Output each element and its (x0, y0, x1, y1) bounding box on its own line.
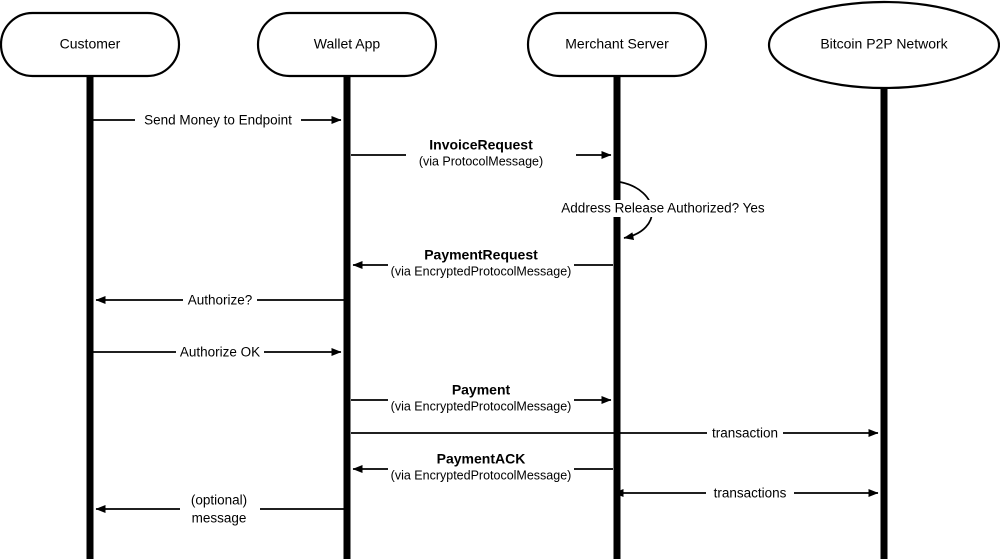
message-send-money-label-bg (135, 112, 301, 129)
message-payment-ack-label-bg (388, 450, 574, 486)
message-optional[interactable]: (optional) message (95, 491, 344, 527)
message-transactions-sync[interactable]: transactions (613, 485, 879, 502)
actor-merchant-shape (526, 11, 708, 78)
message-authorize-ok[interactable]: Authorize OK (93, 344, 342, 361)
message-invoice-request-label-bg (406, 136, 576, 172)
message-payment-ack-sublabel: (via EncryptedProtocolMessage) (391, 468, 572, 482)
actor-network-label: Bitcoin P2P Network (820, 36, 948, 52)
actor-merchant-label: Merchant Server (565, 36, 669, 52)
message-authorize-ok-label-bg (176, 344, 264, 361)
message-transactions-sync-label: transactions (714, 486, 787, 501)
actor-wallet-shape (256, 11, 438, 78)
message-transactions-sync-label-bg (706, 485, 794, 502)
message-optional-label-bg (180, 491, 260, 527)
actor-customer-label: Customer (60, 36, 121, 52)
message-payment-label-bg (388, 381, 574, 417)
message-invoice-request-sublabel: (via ProtocolMessage) (419, 154, 543, 168)
message-payment-request-label: PaymentRequest (424, 247, 538, 263)
message-authorize-ok-label: Authorize OK (180, 345, 260, 360)
message-payment-ack-label: PaymentACK (437, 451, 526, 467)
message-transaction-broadcast[interactable]: transaction (351, 425, 879, 442)
message-invoice-request[interactable]: InvoiceRequest (via ProtocolMessage) (351, 136, 612, 172)
message-invoice-request-label: InvoiceRequest (429, 137, 533, 153)
message-optional-sublabel: message (192, 511, 247, 526)
message-send-money-label: Send Money to Endpoint (144, 113, 292, 128)
message-payment-label: Payment (452, 382, 511, 398)
actor-wallet[interactable]: Wallet App (256, 11, 438, 78)
message-authorize-query[interactable]: Authorize? (95, 292, 344, 309)
message-payment-request[interactable]: PaymentRequest (via EncryptedProtocolMes… (352, 246, 613, 282)
actor-customer-shape (0, 11, 181, 78)
lifelines (86, 76, 888, 559)
message-authorize-query-label: Authorize? (188, 293, 253, 308)
actor-network[interactable]: Bitcoin P2P Network (767, 0, 1000, 90)
actor-merchant[interactable]: Merchant Server (526, 11, 708, 78)
message-transaction-broadcast-label: transaction (712, 426, 778, 441)
message-payment[interactable]: Payment (via EncryptedProtocolMessage) (351, 381, 612, 417)
message-payment-request-label-bg (388, 246, 574, 282)
actor-wallet-label: Wallet App (314, 36, 381, 52)
message-address-release-label: Address Release Authorized? Yes (561, 201, 765, 216)
actor-network-shape (767, 0, 1000, 90)
message-optional-label: (optional) (191, 493, 247, 508)
message-payment-sublabel: (via EncryptedProtocolMessage) (391, 399, 572, 413)
actor-customer[interactable]: Customer (0, 11, 181, 78)
message-address-release[interactable]: Address Release Authorized? Yes (552, 181, 774, 241)
message-address-release-label-bg (552, 200, 774, 217)
message-payment-ack[interactable]: PaymentACK (via EncryptedProtocolMessage… (352, 450, 613, 486)
message-send-money[interactable]: Send Money to Endpoint (93, 112, 342, 129)
message-payment-request-sublabel: (via EncryptedProtocolMessage) (391, 264, 572, 278)
message-transaction-broadcast-label-bg (707, 425, 783, 442)
message-authorize-query-label-bg (183, 292, 257, 309)
